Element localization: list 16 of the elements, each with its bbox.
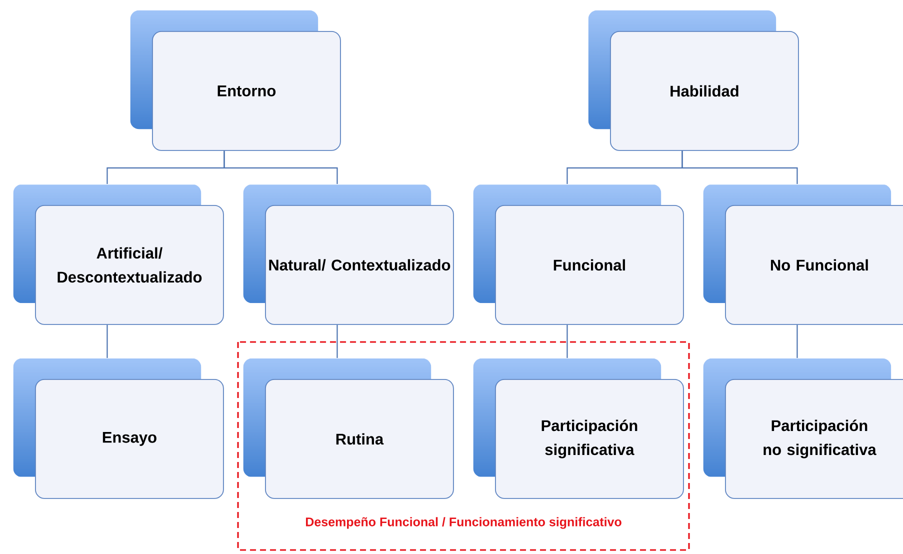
process-box: Entorno bbox=[152, 31, 341, 151]
connector-line bbox=[336, 324, 338, 358]
process-box: Natural/ Contextualizado bbox=[265, 205, 454, 325]
process-box: Artificial/ Descontextualizado bbox=[35, 205, 224, 325]
connector-line bbox=[566, 324, 568, 358]
process-box: Participación no significativa bbox=[725, 379, 903, 499]
process-box: Rutina bbox=[265, 379, 454, 499]
process-box: Participación significativa bbox=[495, 379, 684, 499]
process-box: Funcional bbox=[495, 205, 684, 325]
connector-line bbox=[224, 150, 338, 184]
process-box: Habilidad bbox=[610, 31, 799, 151]
connector-line bbox=[682, 150, 798, 184]
connector-line bbox=[106, 324, 108, 358]
process-box: No Funcional bbox=[725, 205, 903, 325]
process-box: Ensayo bbox=[35, 379, 224, 499]
connector-line bbox=[796, 324, 798, 358]
